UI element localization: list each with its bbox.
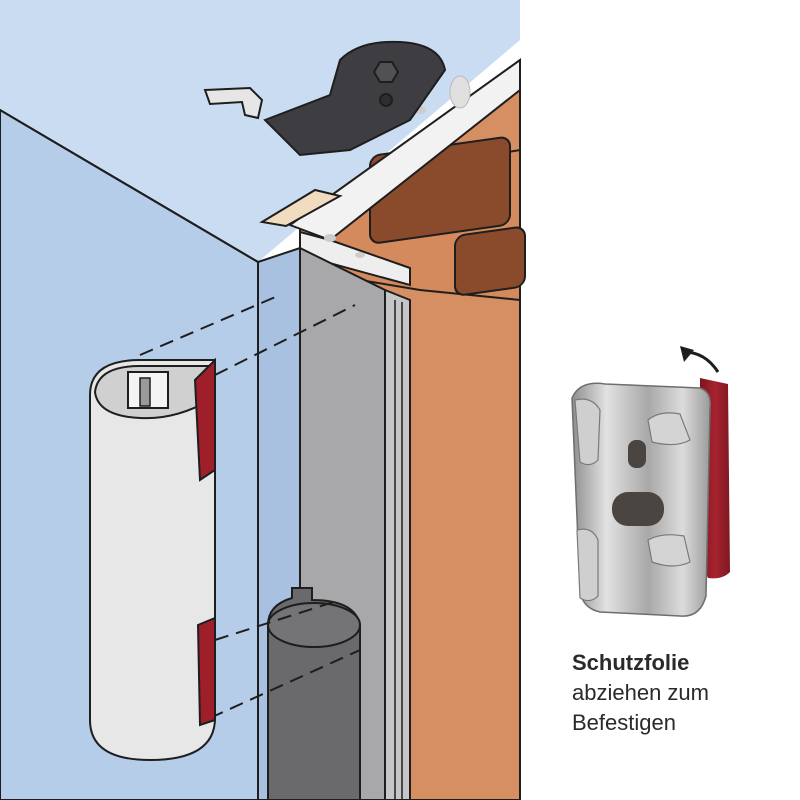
caption: Schutzfolie abziehen zum Befestigen xyxy=(572,648,792,738)
adhesive-pad-small xyxy=(628,440,646,468)
caption-bold: Schutzfolie xyxy=(572,650,690,675)
alignment-lines xyxy=(139,294,361,719)
caption-line-1: abziehen zum xyxy=(572,680,709,705)
spring-clip-top xyxy=(203,86,264,120)
hinge-bracket-top xyxy=(263,40,447,157)
profile-rail-side xyxy=(384,288,411,800)
protective-film-lower xyxy=(196,616,216,727)
peel-arrow-head xyxy=(680,346,694,362)
edge-strip xyxy=(259,188,343,228)
adhesive-pad-large xyxy=(612,492,664,526)
hexagon-bolt-icon xyxy=(372,61,400,83)
caption-line-2: Befestigen xyxy=(572,710,676,735)
protective-film-upper xyxy=(193,357,216,482)
wall-guard-profile xyxy=(89,359,216,762)
brick-hole xyxy=(454,226,526,296)
wall-top-edge xyxy=(0,109,259,263)
